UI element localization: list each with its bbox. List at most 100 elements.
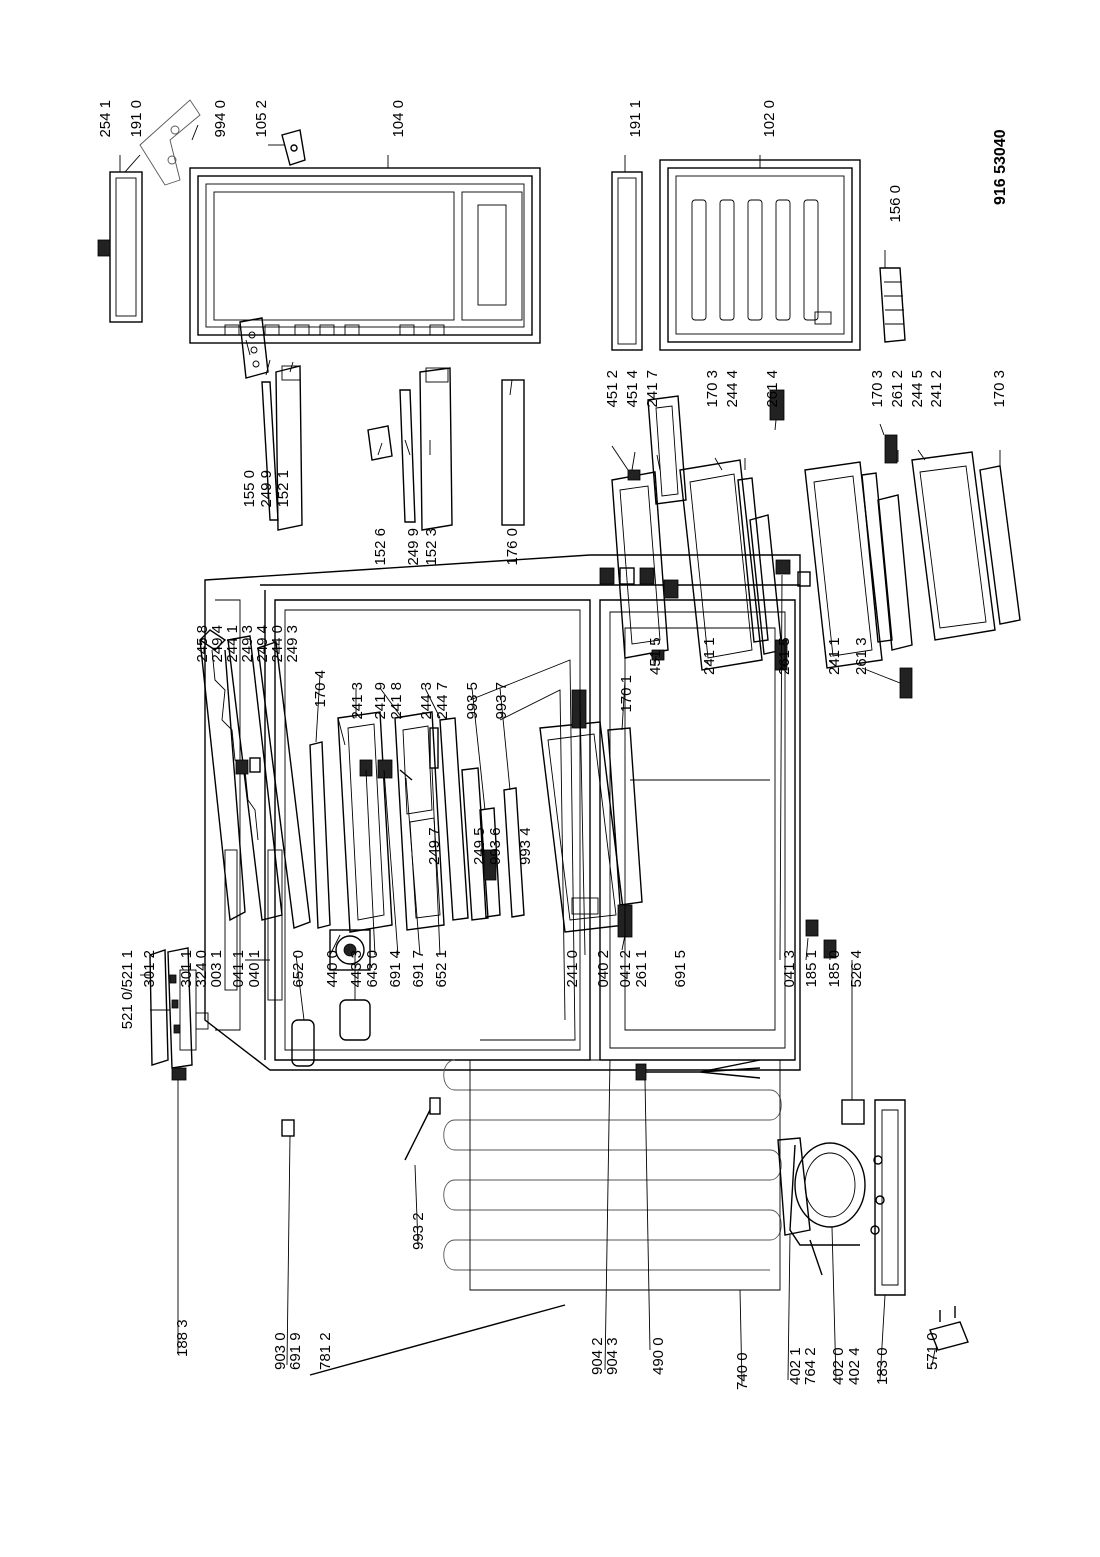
part-label: 003 1 xyxy=(208,950,225,988)
part-label: 244 5 xyxy=(909,370,926,408)
drier-993-2 xyxy=(404,1097,441,1161)
part-label: 241 1 xyxy=(701,637,718,675)
part-label: 993 7 xyxy=(493,682,510,720)
part-label: 241 2 xyxy=(928,370,945,408)
part-label: 249 3 xyxy=(239,625,256,663)
part-label: 301 2 xyxy=(141,950,158,988)
part-label: 261 2 xyxy=(889,370,906,408)
part-label: 249 5 xyxy=(471,827,488,865)
part-label: 040 2 xyxy=(595,950,612,988)
part-label: 244 1 xyxy=(224,625,241,663)
part-label: 244 7 xyxy=(434,682,451,720)
part-label: 261 1 xyxy=(633,950,650,988)
glass-shelves xyxy=(198,629,311,929)
ice-tray-156-0 xyxy=(879,267,906,343)
part-label: 188 3 xyxy=(174,1319,191,1357)
part-label: 041 1 xyxy=(230,950,247,988)
part-label: 740 0 xyxy=(734,1352,751,1390)
part-label: 402 4 xyxy=(846,1347,863,1385)
door-shelf-152-1 xyxy=(239,317,303,531)
part-label: 249 9 xyxy=(405,528,422,566)
part-label: 170 3 xyxy=(991,370,1008,408)
part-label: 904 3 xyxy=(604,1337,621,1375)
condenser-740-0 xyxy=(443,1059,782,1291)
part-label: 993 4 xyxy=(517,827,534,865)
part-label: 490 0 xyxy=(650,1337,667,1375)
document-code: 916 53040 xyxy=(992,129,1009,205)
part-label: 244 0 xyxy=(269,625,286,663)
part-label: 261 3 xyxy=(853,637,870,675)
part-label: 245 8 xyxy=(194,625,211,663)
part-526-4 xyxy=(841,1099,865,1125)
part-label: 249 7 xyxy=(426,827,443,865)
drawer-241-0 xyxy=(539,689,643,938)
freezer-drawer-top xyxy=(611,469,669,661)
part-label: 249 3 xyxy=(284,625,301,663)
part-label: 324 0 xyxy=(193,950,210,988)
part-label: 041 3 xyxy=(781,950,798,988)
part-label: 156 0 xyxy=(887,185,904,223)
part-label: 191 0 xyxy=(128,100,145,138)
part-label: 102 0 xyxy=(761,100,778,138)
part-185-1 xyxy=(805,919,819,937)
small-components xyxy=(359,727,439,781)
part-label: 652 1 xyxy=(433,950,450,988)
door-gasket-191-1 xyxy=(611,171,643,351)
lamp-cover-652-0 xyxy=(291,1019,315,1067)
part-label: 104 0 xyxy=(390,100,407,138)
part-571-0 xyxy=(929,1306,969,1351)
part-label: 152 1 xyxy=(275,470,292,508)
part-label: 249 4 xyxy=(209,625,226,663)
part-label: 993 5 xyxy=(464,682,481,720)
part-label: 402 1 xyxy=(787,1347,804,1385)
part-label: 241 1 xyxy=(826,637,843,675)
leader-lines xyxy=(119,124,1001,1386)
part-label: 781 2 xyxy=(317,1332,334,1370)
drawer-241-8 xyxy=(394,711,445,931)
part-label: 571 0 xyxy=(924,1332,941,1370)
capillary-781-2 xyxy=(309,1304,566,1376)
cabinet-hinges xyxy=(235,559,811,775)
part-691-9 xyxy=(281,1119,295,1137)
part-label: 993 2 xyxy=(410,1212,427,1250)
part-label: 040 1 xyxy=(246,950,263,988)
compressor-relay-402-1 xyxy=(777,1137,811,1236)
part-label: 903 0 xyxy=(272,1332,289,1370)
part-label: 249 4 xyxy=(254,625,271,663)
control-panel xyxy=(149,947,209,1069)
parts-993 xyxy=(479,787,525,918)
part-label: 440 0 xyxy=(324,950,341,988)
part-label: 170 4 xyxy=(312,670,329,708)
part-label: 254 1 xyxy=(97,100,114,138)
part-label: 152 6 xyxy=(372,528,389,566)
part-label: 041 2 xyxy=(617,950,634,988)
part-label: 261 5 xyxy=(776,637,793,675)
hinge-994-0 xyxy=(139,99,201,186)
freezer-drawer-241-1b xyxy=(774,434,913,671)
part-label: 176 0 xyxy=(504,528,521,566)
part-label: 170 3 xyxy=(704,370,721,408)
part-label: 691 5 xyxy=(672,950,689,988)
part-label: 691 7 xyxy=(410,950,427,988)
part-label: 451 2 xyxy=(604,370,621,408)
fan-cover-443-3 xyxy=(339,999,371,1041)
part-label: 994 0 xyxy=(212,100,229,138)
part-254-1 xyxy=(97,239,111,257)
power-cable-490-0 xyxy=(635,1059,761,1081)
part-label: 652 0 xyxy=(290,950,307,988)
cabinet-body xyxy=(204,554,801,1071)
glass-244-3 xyxy=(439,717,469,921)
part-188-3 xyxy=(171,1067,187,1081)
base-plate-183-0 xyxy=(874,1099,906,1296)
upper-door-104-0 xyxy=(189,167,541,344)
part-label: 241 9 xyxy=(372,682,389,720)
door-shelf-176-0 xyxy=(501,379,525,526)
part-label: 244 4 xyxy=(724,370,741,408)
crisper-241-3 xyxy=(309,711,393,933)
part-label: 402 0 xyxy=(830,1347,847,1385)
part-label: 521 0/521 1 xyxy=(119,950,136,1029)
part-label: 526 4 xyxy=(848,950,865,988)
part-label: 191 1 xyxy=(627,100,644,138)
part-label: 451 4 xyxy=(624,370,641,408)
